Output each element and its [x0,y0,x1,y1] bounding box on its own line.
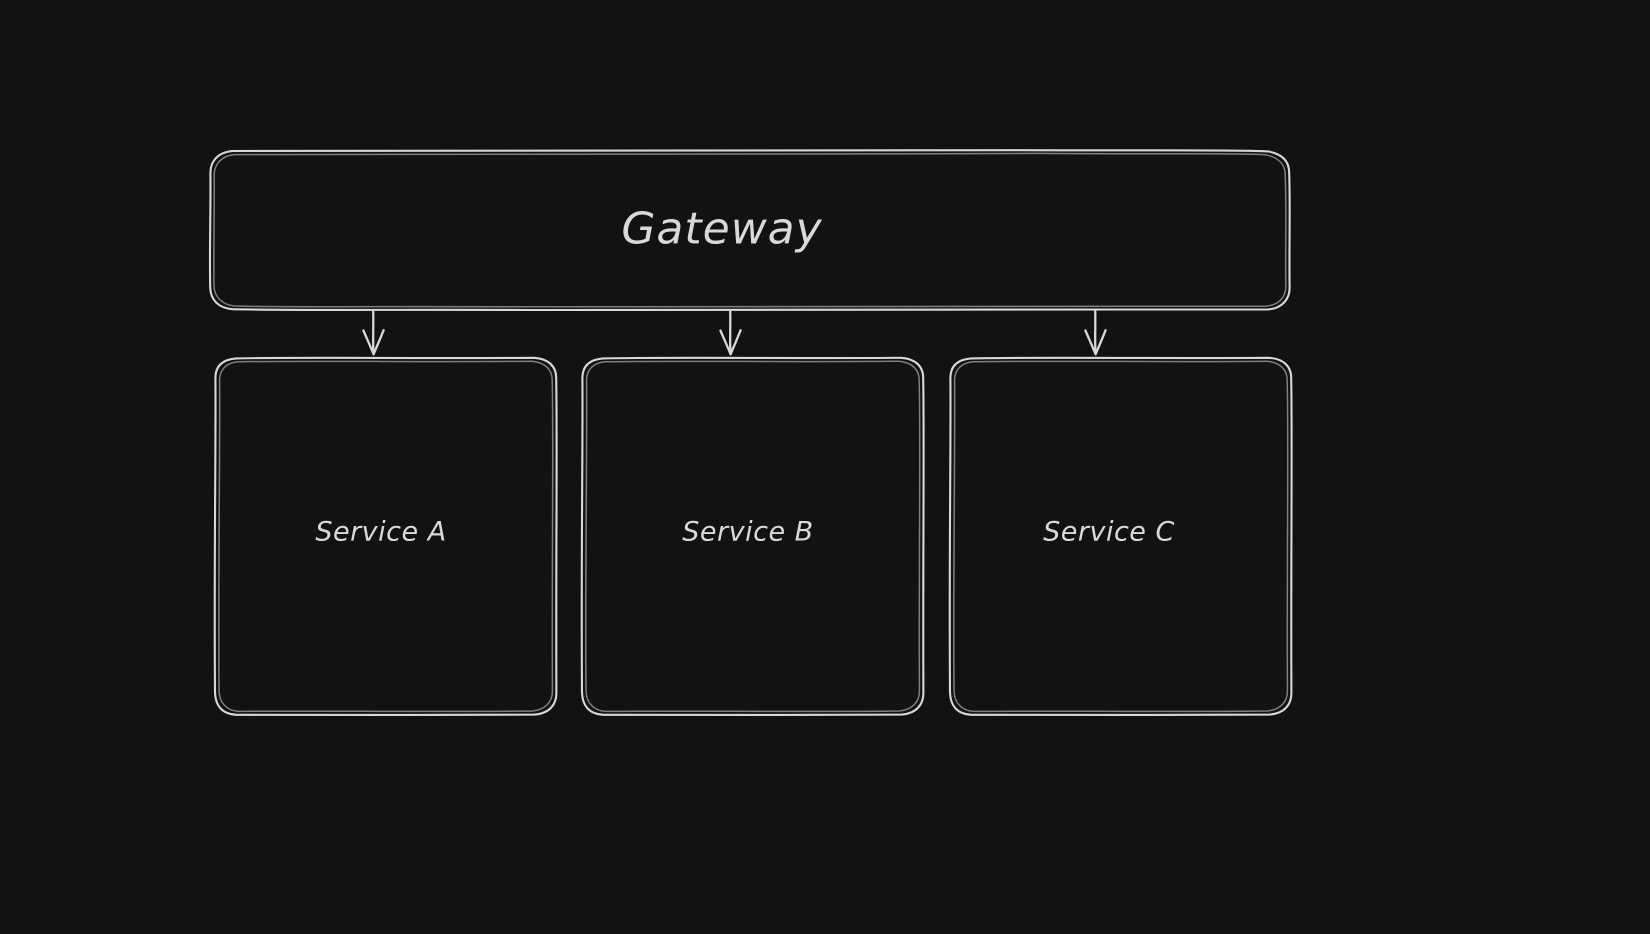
node-service-b-shape [580,356,925,717]
node-service-c-shape [948,356,1293,717]
edge-gateway-to-service-c [1084,309,1107,356]
node-service-b[interactable] [582,357,924,715]
node-service-c[interactable] [950,357,1292,715]
edge-gateway-to-service-a [362,309,385,356]
edge-gateway-to-service-b [719,309,742,356]
node-gateway-shape [208,149,1291,312]
node-service-a-shape [213,356,558,717]
node-service-a[interactable] [215,357,557,715]
node-gateway[interactable] [210,150,1290,310]
